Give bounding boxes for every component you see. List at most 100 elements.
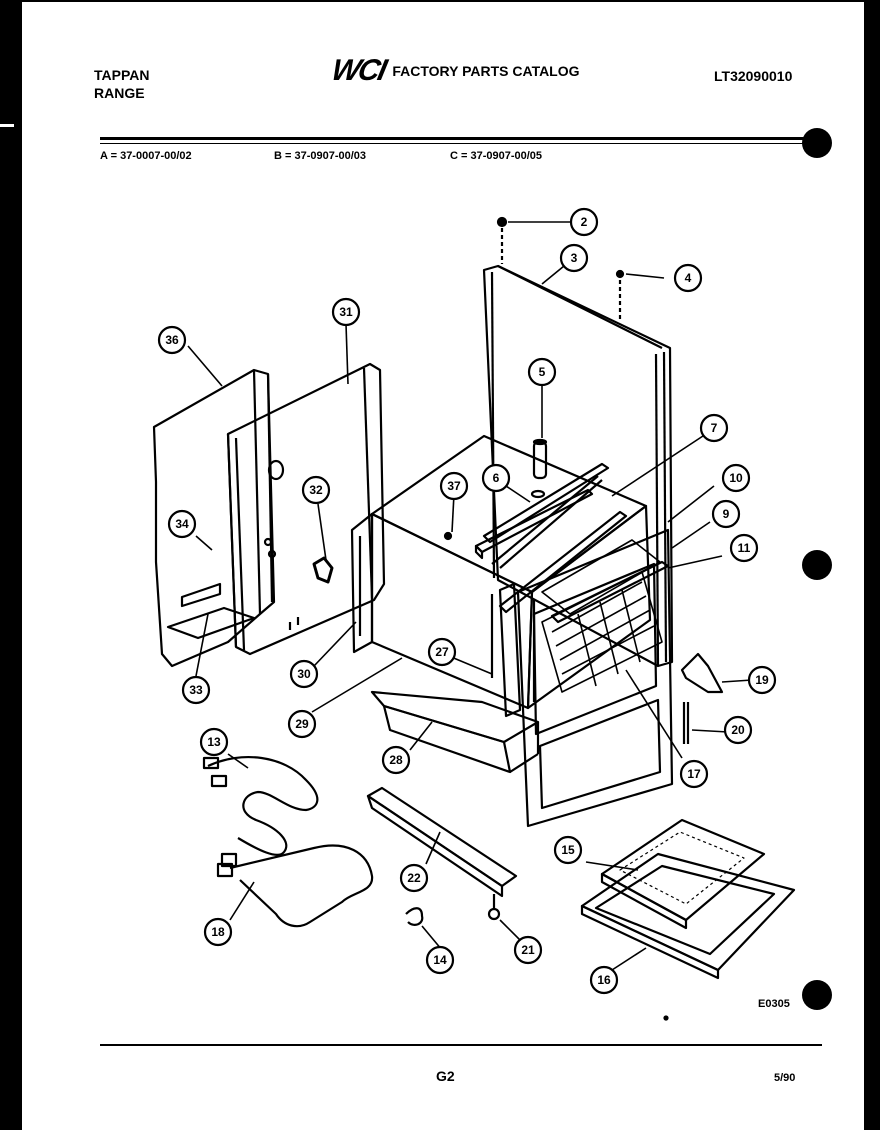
callout-label: 32 bbox=[309, 483, 323, 497]
callout-label: 27 bbox=[435, 645, 449, 659]
pin-20 bbox=[682, 702, 690, 744]
callout-36: 36 bbox=[157, 325, 187, 355]
callout-37: 37 bbox=[439, 471, 469, 501]
callout-label: 6 bbox=[493, 471, 500, 485]
broiler-pan-16 bbox=[580, 852, 796, 980]
model-c: C = 37-0907-00/05 bbox=[450, 150, 543, 162]
model-b: B = 37-0907-00/03 bbox=[274, 150, 367, 162]
door-seal-11 bbox=[550, 560, 670, 624]
callout-label: 16 bbox=[597, 973, 611, 987]
callout-label: 3 bbox=[571, 251, 578, 265]
callout-22: 22 bbox=[399, 863, 429, 893]
callout-18: 18 bbox=[203, 917, 233, 947]
callout-label: 21 bbox=[521, 943, 535, 957]
screw-4 bbox=[615, 269, 625, 322]
callout-label: 28 bbox=[389, 753, 403, 767]
header-rule-thin bbox=[100, 143, 822, 144]
callout-28: 28 bbox=[381, 745, 411, 775]
callout-label: 11 bbox=[738, 541, 751, 555]
page-number: G2 bbox=[436, 1068, 455, 1084]
strip-7 bbox=[482, 462, 610, 544]
callout-15: 15 bbox=[553, 835, 583, 865]
callout-7: 7 bbox=[699, 413, 729, 443]
oven-liner bbox=[350, 434, 652, 710]
callout-label: 2 bbox=[581, 215, 588, 229]
callout-17: 17 bbox=[679, 759, 709, 789]
callout-4: 4 bbox=[673, 263, 703, 293]
bracket-19 bbox=[680, 652, 724, 694]
oven-rack-17 bbox=[541, 539, 663, 693]
callout-5: 5 bbox=[527, 357, 557, 387]
callout-31: 31 bbox=[331, 297, 361, 327]
callout-27: 27 bbox=[427, 637, 457, 667]
callout-label: 7 bbox=[711, 421, 718, 435]
binder-hole-top bbox=[802, 128, 832, 158]
catalog-title: FACTORY PARTS CATALOG bbox=[392, 63, 580, 79]
callout-6: 6 bbox=[481, 463, 511, 493]
callout-20: 20 bbox=[723, 715, 753, 745]
callout-label: 33 bbox=[189, 683, 203, 697]
top-panel-3 bbox=[482, 264, 674, 668]
callout-label: 14 bbox=[433, 953, 447, 967]
callout-label: 17 bbox=[687, 767, 701, 781]
callout-32: 32 bbox=[301, 475, 331, 505]
callout-label: 30 bbox=[297, 667, 311, 681]
callout-label: 4 bbox=[685, 271, 692, 285]
callout-33: 33 bbox=[181, 675, 211, 705]
baffle-22 bbox=[366, 786, 518, 898]
rear-panel-36 bbox=[152, 368, 276, 668]
callout-16: 16 bbox=[589, 965, 619, 995]
callout-label: 19 bbox=[755, 673, 769, 687]
callout-30: 30 bbox=[289, 659, 319, 689]
stray-mark bbox=[663, 1015, 669, 1021]
clip-37 bbox=[443, 531, 453, 541]
edge-tick bbox=[0, 124, 14, 127]
callout-13: 13 bbox=[199, 727, 229, 757]
binder-hole-bottom bbox=[802, 980, 832, 1010]
callout-3: 3 bbox=[559, 243, 589, 273]
callout-label: 13 bbox=[207, 735, 221, 749]
callout-34: 34 bbox=[167, 509, 197, 539]
callout-label: 34 bbox=[175, 517, 189, 531]
callout-label: 10 bbox=[729, 471, 743, 485]
screw-2 bbox=[496, 216, 508, 264]
callout-label: 36 bbox=[165, 333, 179, 347]
footer-rule bbox=[100, 1044, 822, 1046]
binder-hole-middle bbox=[802, 550, 832, 580]
callout-11: 11 bbox=[729, 533, 759, 563]
nut-21 bbox=[487, 894, 501, 921]
callout-label: 9 bbox=[723, 507, 730, 521]
document-number: LT32090010 bbox=[714, 68, 793, 84]
product-type: RANGE bbox=[94, 85, 145, 101]
callout-2: 2 bbox=[569, 207, 599, 237]
door-seal-10 bbox=[498, 510, 628, 614]
broil-element-18 bbox=[216, 844, 374, 928]
brand-name: TAPPAN bbox=[94, 67, 150, 83]
exploded-parts-diagram: 2345671091119201737323136343330292728131… bbox=[152, 207, 796, 1021]
broiler-pan-insert-15 bbox=[600, 818, 766, 930]
callout-label: 18 bbox=[211, 925, 225, 939]
model-a: A = 37-0007-00/02 bbox=[100, 150, 192, 162]
callout-label: 37 bbox=[447, 479, 461, 493]
side-panel-31 bbox=[226, 362, 386, 656]
callout-group: 2345671091119201737323136343330292728131… bbox=[157, 207, 777, 995]
brand-block: TAPPAN RANGE bbox=[94, 66, 149, 102]
callout-label: 15 bbox=[561, 843, 575, 857]
callout-19: 19 bbox=[747, 665, 777, 695]
callout-14: 14 bbox=[425, 945, 455, 975]
callout-label: 5 bbox=[539, 365, 546, 379]
diagram-code: E0305 bbox=[758, 998, 790, 1010]
callout-9: 9 bbox=[711, 499, 741, 529]
callout-21: 21 bbox=[513, 935, 543, 965]
bake-element-13 bbox=[202, 755, 319, 856]
front-frame bbox=[498, 528, 674, 828]
clip-14 bbox=[405, 907, 424, 926]
callout-label: 31 bbox=[339, 305, 353, 319]
callout-10: 10 bbox=[721, 463, 751, 493]
catalog-page: TAPPAN RANGE WCI FACTORY PARTS CATALOG L… bbox=[22, 2, 864, 1130]
callout-29: 29 bbox=[287, 709, 317, 739]
bottom-panel-28 bbox=[370, 690, 540, 774]
logo-block: WCI FACTORY PARTS CATALOG bbox=[329, 54, 580, 88]
burner-5 bbox=[530, 438, 548, 499]
header-rule-thick bbox=[100, 137, 822, 140]
